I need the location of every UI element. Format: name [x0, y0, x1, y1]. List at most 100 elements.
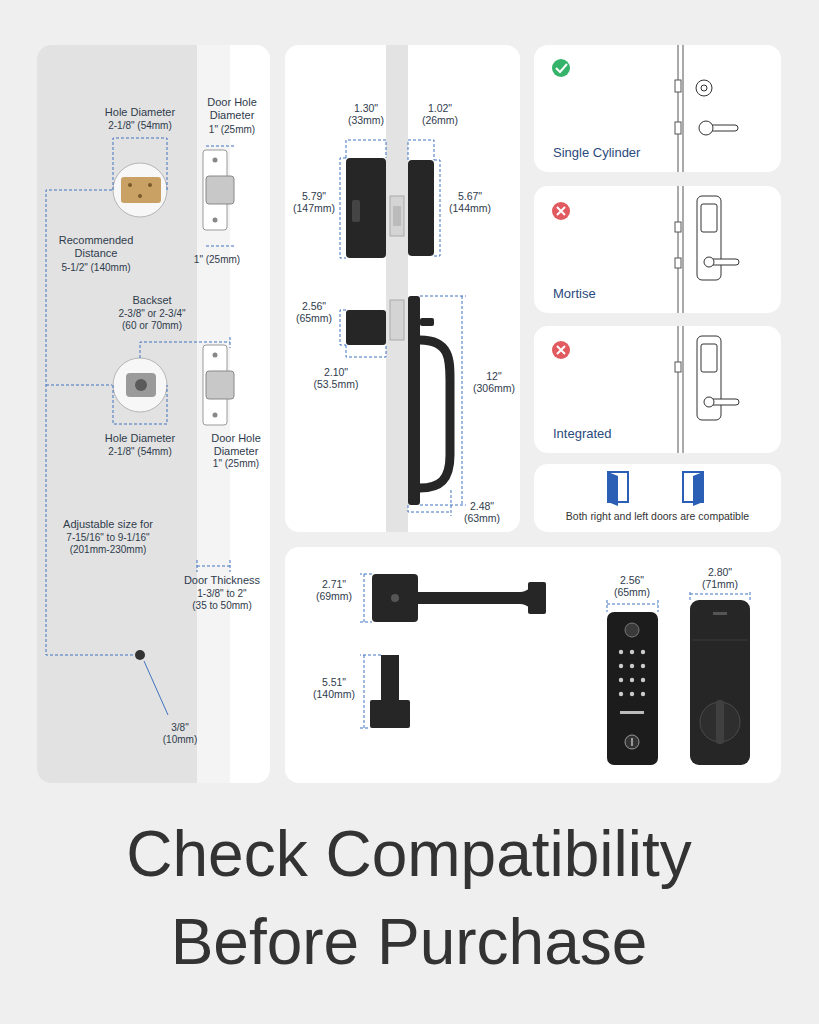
dimension-label: 5-1/2" (140mm) — [53, 262, 139, 274]
dimension-label: 5.79" (147mm) — [291, 190, 337, 214]
left-door-icon — [608, 472, 618, 506]
dimension-line — [360, 655, 381, 728]
dimension-line — [340, 310, 346, 345]
cover-seam — [692, 640, 748, 641]
dimension-line — [346, 140, 386, 158]
key — [641, 678, 645, 682]
door-section — [386, 45, 408, 532]
card-ground — [534, 464, 781, 532]
dimension-line — [408, 490, 451, 516]
leader-line — [144, 661, 168, 715]
check-mark — [556, 64, 567, 72]
screen-icon — [701, 204, 717, 232]
handle-shaft — [381, 655, 399, 703]
dimension-label: 1.30" (33mm) — [342, 102, 390, 126]
dimension-label: Door Thickness — [180, 574, 264, 587]
screen-icon — [701, 344, 717, 372]
dimension-label: 2-1/8" (54mm) — [90, 446, 190, 458]
lever-end — [528, 582, 546, 614]
screw — [213, 218, 218, 223]
rose-icon — [699, 121, 713, 135]
keypad-front — [607, 612, 658, 765]
dimension-label: Door Hole Diameter — [206, 432, 266, 457]
dimension-line — [340, 158, 346, 258]
card-label: Mortise — [553, 286, 703, 302]
card-ground — [534, 45, 781, 172]
strike-plate — [675, 80, 681, 92]
thumb-turn — [716, 700, 724, 744]
dimension-label: Backset — [110, 294, 194, 307]
panel — [285, 45, 520, 532]
lever-hub — [391, 594, 399, 602]
dimension-label: Recommended Distance — [53, 234, 139, 259]
dimension-line — [197, 560, 230, 572]
dimension-line — [140, 337, 230, 358]
check-icon — [552, 59, 570, 77]
dimension-line — [690, 592, 750, 602]
dimension-label: 2-3/8" or 2-3/4" (60 or 70mm) — [110, 308, 194, 331]
dimension-label: 2.56" (65mm) — [604, 574, 660, 598]
key — [619, 650, 623, 654]
bore-hole — [113, 163, 167, 217]
dimension-label: 2.56" (65mm) — [291, 300, 337, 324]
dimension-label: 2.71" (69mm) — [309, 578, 359, 602]
dimension-line — [113, 138, 167, 190]
door-face — [37, 45, 197, 783]
fingerprint-sensor — [625, 623, 639, 637]
strike-plate — [675, 122, 681, 134]
cross-mark — [557, 346, 565, 354]
handle-backplate — [408, 296, 420, 505]
cross-mark — [557, 207, 565, 215]
key — [641, 692, 645, 696]
key — [619, 678, 623, 682]
latch-spindle — [135, 379, 147, 391]
dimension-label: Hole Diameter — [90, 432, 190, 445]
dimension-line — [420, 296, 466, 505]
dimension-line — [46, 385, 112, 386]
key — [641, 650, 645, 654]
bolt — [393, 206, 401, 226]
dimension-label: 1" (25mm) — [206, 458, 266, 470]
handle-grip — [420, 340, 450, 488]
screw — [213, 413, 218, 418]
rose-icon — [704, 257, 714, 267]
dimension-label: 1" (25mm) — [201, 124, 263, 136]
keyhole — [625, 735, 639, 749]
dimension-label: 1-3/8" to 2" (35 to 50mm) — [191, 588, 253, 611]
dimension-label: 1" (25mm) — [192, 254, 242, 266]
screw-hole — [135, 650, 145, 660]
key — [641, 664, 645, 668]
key — [619, 692, 623, 696]
dimension-label: 2-1/8" (54mm) — [90, 120, 190, 132]
integrated-lock-icon — [697, 336, 721, 420]
key — [630, 650, 634, 654]
dimension-line — [408, 140, 434, 160]
latch-rivet — [128, 183, 132, 187]
key — [630, 692, 634, 696]
mortise-lock-icon — [697, 196, 721, 280]
dimension-label: 2.80" (71mm) — [692, 566, 748, 590]
latch-body — [126, 373, 156, 397]
dimension-line — [360, 574, 372, 622]
dimension-line — [113, 385, 167, 424]
deadbolt-icon — [696, 80, 712, 96]
screw — [213, 158, 218, 163]
bore-hole — [113, 358, 167, 412]
right-door-icon — [693, 472, 703, 506]
rose-icon — [704, 397, 714, 407]
brand-mark — [620, 711, 644, 714]
page-title: Check Compatibility Before Purchase — [89, 810, 729, 986]
strike-plate — [675, 258, 681, 268]
card-label: Integrated — [553, 426, 703, 442]
dimension-label: 2.10" (53.5mm) — [307, 366, 365, 390]
interior-unit — [346, 158, 386, 258]
strike-plate — [675, 222, 681, 232]
compatibility-card: Integrated — [534, 326, 781, 453]
dimension-line — [607, 600, 658, 612]
square-rose — [370, 700, 410, 728]
panel — [285, 547, 781, 783]
dimension-line — [434, 160, 440, 256]
dimension-line — [206, 146, 234, 147]
